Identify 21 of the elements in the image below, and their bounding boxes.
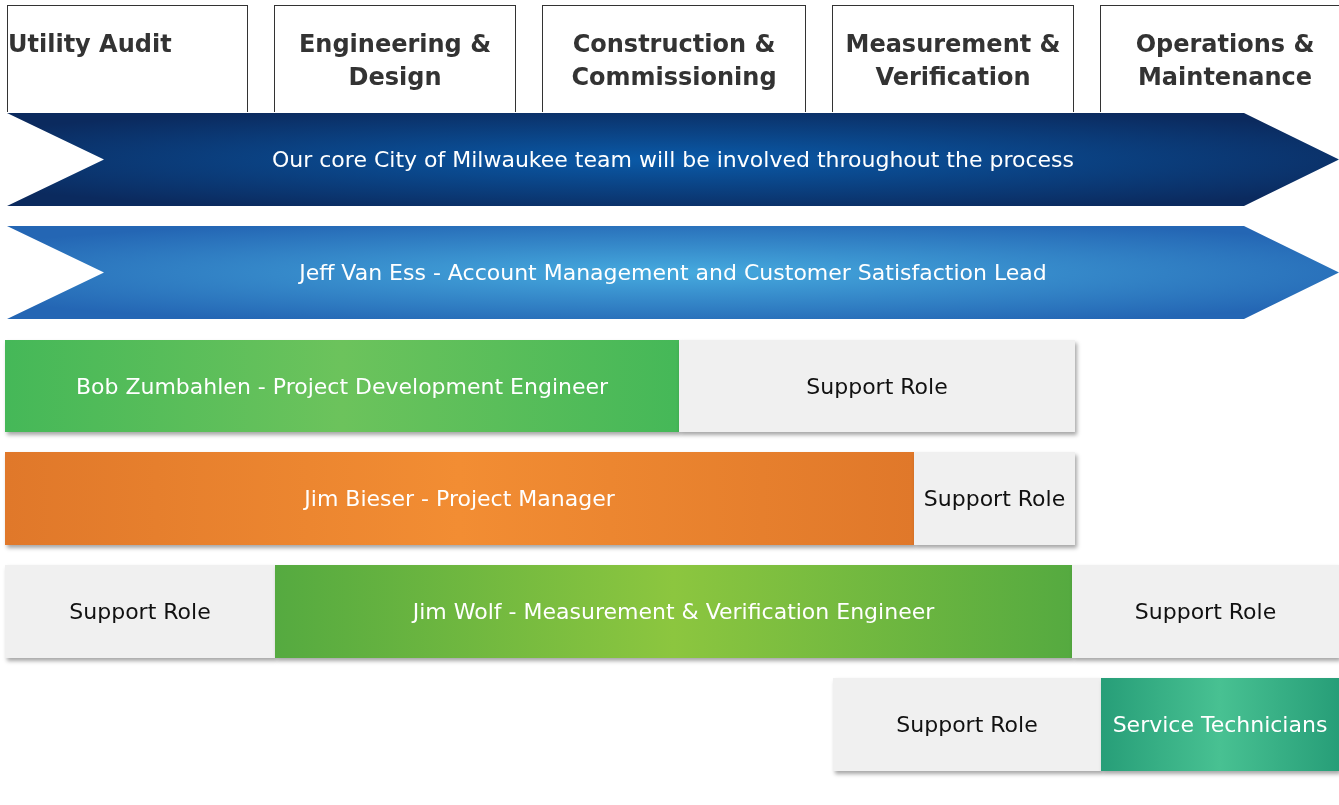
support-role-bar: Support Role — [1072, 565, 1339, 658]
arrow-banner: Our core City of Milwaukee team will be involved throughout the process — [7, 113, 1339, 206]
column-header: Engineering & Design — [297, 29, 493, 93]
role-bar: Bob Zumbahlen - Project Development Engineer — [5, 340, 679, 432]
swimlane-column — [542, 5, 806, 112]
role-bar: Service Technicians — [1101, 678, 1339, 771]
column-header: Utility Audit — [8, 29, 172, 60]
swimlane-column — [1100, 5, 1339, 112]
support-role-bar: Support Role — [679, 340, 1075, 432]
role-bar: Jim Bieser - Project Manager — [5, 452, 914, 545]
support-role-bar: Support Role — [833, 678, 1101, 771]
column-header: Operations & Maintenance — [1134, 29, 1316, 93]
swimlane-column — [7, 5, 248, 112]
swimlane-column — [274, 5, 516, 112]
support-role-bar: Support Role — [914, 452, 1075, 545]
role-bar: Jim Wolf - Measurement & Verification Engineer — [275, 565, 1072, 658]
arrow-banner: Jeff Van Ess - Account Management and Customer Satisfaction Lead — [7, 226, 1339, 319]
column-header: Measurement & Verification — [844, 29, 1062, 93]
swimlane-column — [832, 5, 1074, 112]
column-header: Construction & Commissioning — [570, 29, 778, 93]
support-role-bar: Support Role — [5, 565, 275, 658]
